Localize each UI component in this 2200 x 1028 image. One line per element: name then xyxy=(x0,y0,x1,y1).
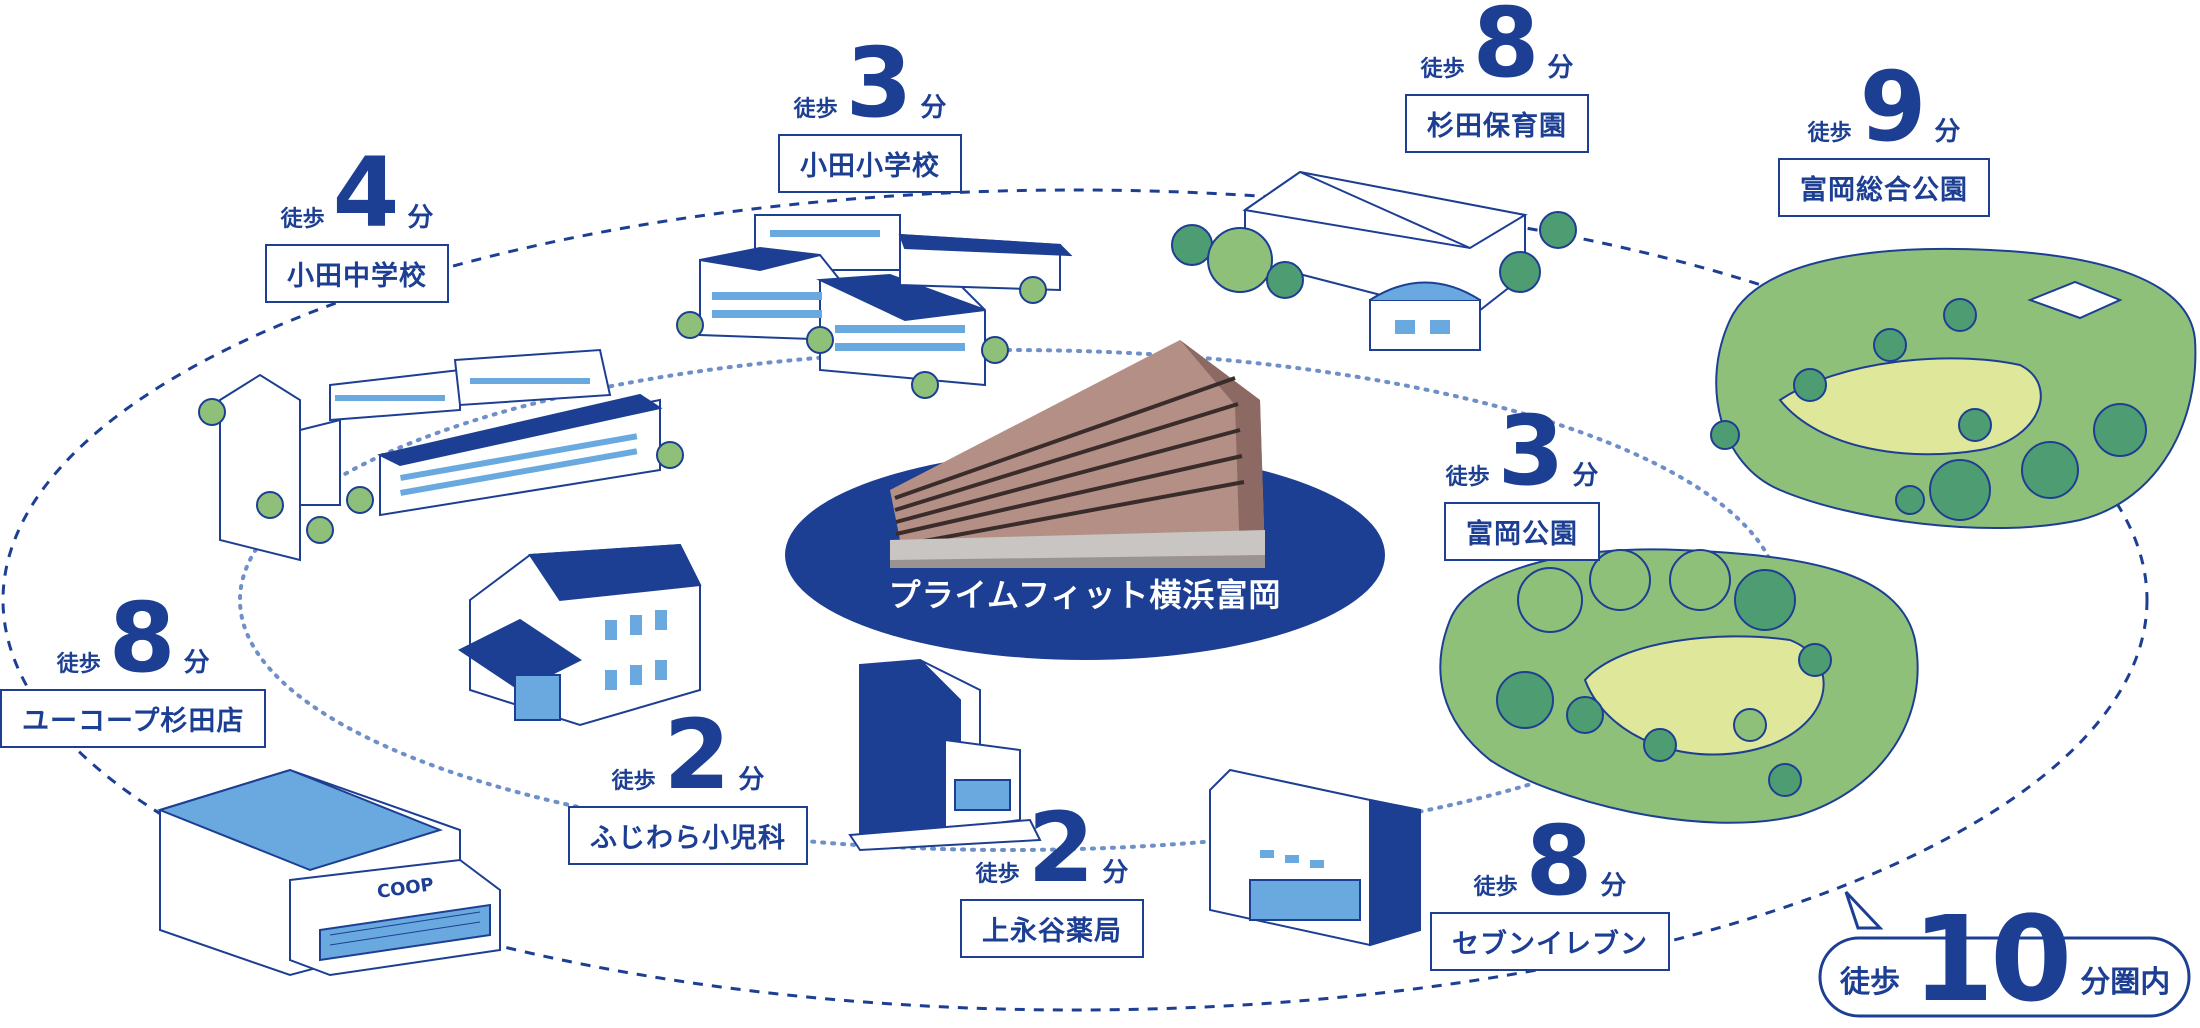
walk-prefix: 徒歩 xyxy=(793,97,838,122)
poi-oda-junior-high: 徒歩 4 分 小田中学校 xyxy=(265,137,449,304)
walk-prefix: 徒歩 xyxy=(280,207,325,232)
place-name: 富岡公園 xyxy=(1444,502,1600,562)
place-name: 上永谷薬局 xyxy=(960,899,1144,959)
badge-text: 徒歩 10 分圏内 xyxy=(1840,898,2170,1020)
walk-minutes: 8 xyxy=(1525,805,1593,917)
coop-sugita-illustration xyxy=(156,768,501,977)
walk-time: 徒歩 2 分 xyxy=(611,699,765,811)
minute-unit: 分 xyxy=(1572,461,1599,491)
badge-bubble-tail xyxy=(1844,890,1884,930)
poi-coop-sugita: 徒歩 8 分 ユーコープ杉田店 xyxy=(0,582,267,749)
minute-unit: 分 xyxy=(1547,53,1574,83)
walk-prefix: 徒歩 xyxy=(1445,465,1490,490)
walk-prefix: 徒歩 xyxy=(1807,121,1852,146)
kaminagaya-pharmacy-illustration xyxy=(848,658,1042,852)
walk-minutes: 2 xyxy=(1027,792,1095,904)
badge-prefix: 徒歩 xyxy=(1840,965,1900,1000)
minute-unit: 分 xyxy=(407,203,434,233)
walk-time: 徒歩 3 分 xyxy=(1445,395,1599,507)
walk-minutes: 8 xyxy=(108,582,176,694)
place-name: セブンイレブン xyxy=(1430,912,1670,972)
place-name: 富岡総合公園 xyxy=(1778,158,1990,218)
oda-elementary-illustration xyxy=(676,214,1073,399)
tomioka-park-illustration xyxy=(1439,548,1919,824)
sugita-nursery-illustration xyxy=(1171,170,1577,351)
tomioka-sogo-park-illustration xyxy=(1710,247,2197,530)
walk-prefix: 徒歩 xyxy=(1420,57,1465,82)
walk-prefix: 徒歩 xyxy=(611,769,656,794)
place-name: 小田中学校 xyxy=(265,244,449,304)
outer-walk-ring xyxy=(1,188,2149,1012)
walk-minutes: 8 xyxy=(1472,0,1540,99)
walk-minutes: 3 xyxy=(1497,395,1565,507)
walk-prefix: 徒歩 xyxy=(975,862,1020,887)
walk-time: 徒歩 2 分 xyxy=(975,792,1129,904)
walk-minutes: 4 xyxy=(332,137,400,249)
place-name: 小田小学校 xyxy=(778,134,962,194)
walk-minutes: 2 xyxy=(663,699,731,811)
badge-number: 10 xyxy=(1912,890,2072,1028)
poi-tomioka-park: 徒歩 3 分 富岡公園 xyxy=(1444,395,1600,562)
badge-bubble xyxy=(1818,936,2191,1018)
property-name: プライムフィット横浜富岡 xyxy=(888,576,1282,614)
walk-time: 徒歩 8 分 xyxy=(1420,0,1574,99)
poi-tomioka-sogo-park: 徒歩 9 分 富岡総合公園 xyxy=(1778,51,1990,218)
minute-unit: 分 xyxy=(1600,871,1627,901)
oda-junior-high-illustration xyxy=(198,348,684,562)
poi-seven-eleven: 徒歩 8 分 セブンイレブン xyxy=(1430,805,1670,972)
seven-eleven-illustration xyxy=(1209,768,1421,947)
walk-radius-badge: 徒歩 10 分圏内 xyxy=(1818,898,2191,1020)
place-name: ふじわら小児科 xyxy=(568,806,808,866)
badge-suffix: 分圏内 xyxy=(2080,965,2171,1000)
walk-time: 徒歩 8 分 xyxy=(56,582,210,694)
minute-unit: 分 xyxy=(1102,858,1129,888)
walk-prefix: 徒歩 xyxy=(1473,875,1518,900)
fujiwara-clinic-illustration xyxy=(458,543,702,727)
walk-time: 徒歩 4 分 xyxy=(280,137,434,249)
minute-unit: 分 xyxy=(738,765,765,795)
walk-time: 徒歩 3 分 xyxy=(793,27,947,139)
walk-minutes: 3 xyxy=(845,27,913,139)
center-building-photo xyxy=(890,340,1265,568)
walk-time: 徒歩 8 分 xyxy=(1473,805,1627,917)
poi-oda-elementary: 徒歩 3 分 小田小学校 xyxy=(778,27,962,194)
poi-kaminagaya-pharmacy: 徒歩 2 分 上永谷薬局 xyxy=(960,792,1144,959)
poi-sugita-nursery: 徒歩 8 分 杉田保育園 xyxy=(1405,0,1589,154)
poi-fujiwara-clinic: 徒歩 2 分 ふじわら小児科 xyxy=(568,699,808,866)
place-name: ユーコープ杉田店 xyxy=(0,689,267,749)
walk-minutes: 9 xyxy=(1859,51,1927,163)
walk-time: 徒歩 9 分 xyxy=(1807,51,1961,163)
walk-prefix: 徒歩 xyxy=(56,652,101,677)
minute-unit: 分 xyxy=(1934,117,1961,147)
minute-unit: 分 xyxy=(183,648,210,678)
place-name: 杉田保育園 xyxy=(1405,94,1589,154)
minute-unit: 分 xyxy=(920,93,947,123)
